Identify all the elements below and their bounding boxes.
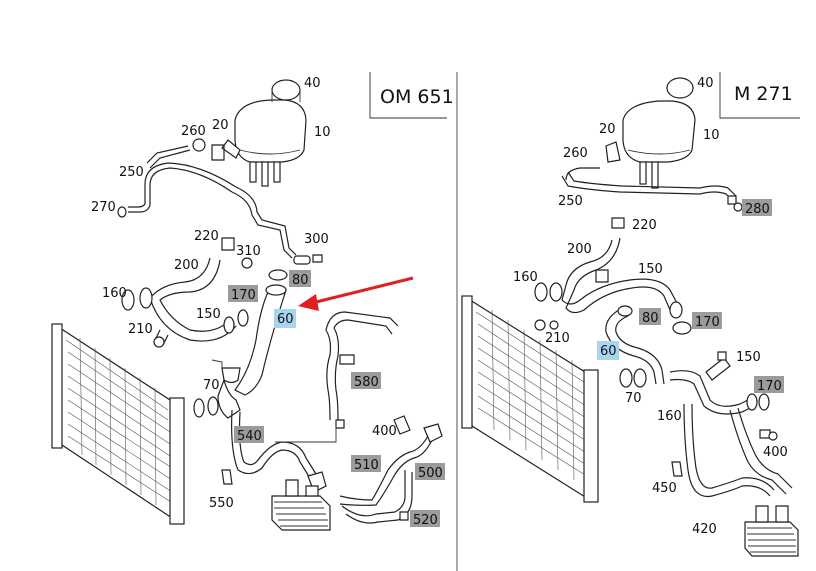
hose-420-right <box>683 403 771 498</box>
label-r-420: 420 <box>692 522 717 537</box>
label-r-150: 150 <box>638 262 663 277</box>
label-r-60: 60 <box>600 344 617 359</box>
label-r-70: 70 <box>625 391 642 406</box>
label-box-540 <box>234 426 264 443</box>
hose-510-left <box>339 435 429 501</box>
label-210: 210 <box>128 322 153 337</box>
label-20: 20 <box>212 118 229 133</box>
hose-250-right <box>561 175 733 201</box>
hose-250-left <box>128 167 233 213</box>
label-580: 580 <box>354 375 379 390</box>
label-box-500 <box>415 463 445 480</box>
label-160: 160 <box>102 286 127 301</box>
label-r-200: 200 <box>567 242 592 257</box>
label-550: 550 <box>209 496 234 511</box>
label-r-400: 400 <box>763 445 788 460</box>
label-box-r-170 <box>692 312 722 329</box>
hose-580-left <box>325 311 399 421</box>
label-220: 220 <box>194 229 219 244</box>
label-box-r-80 <box>639 308 661 325</box>
label-250: 250 <box>119 165 144 180</box>
engine-label-frame-left <box>369 72 447 119</box>
engine-label-left: OM 651 <box>380 86 454 108</box>
label-70: 70 <box>203 378 220 393</box>
label-r-220: 220 <box>632 218 657 233</box>
label-540: 540 <box>237 429 262 444</box>
label-r-250: 250 <box>558 194 583 209</box>
label-r-450: 450 <box>652 481 677 496</box>
label-60: 60 <box>277 312 294 327</box>
label-r-150b: 150 <box>736 350 761 365</box>
label-10: 10 <box>314 125 331 140</box>
label-r-20: 20 <box>599 122 616 137</box>
label-r-160: 160 <box>513 270 538 285</box>
label-r-160b: 160 <box>657 409 682 424</box>
label-box-r-60 <box>597 341 619 360</box>
hose-540-left <box>231 409 311 479</box>
oil-cooler-left <box>271 479 331 531</box>
radiator-right <box>461 295 599 503</box>
labels-right: 40 20 10 260 280 250 220 200 150 160 80 … <box>513 76 788 537</box>
labels-left: 40 10 20 260 250 270 220 310 300 80 200 … <box>91 76 445 528</box>
right-panel-drawing <box>461 77 799 557</box>
label-170: 170 <box>231 288 256 303</box>
label-260: 260 <box>181 124 206 139</box>
label-40: 40 <box>304 76 321 91</box>
label-box-520 <box>410 510 440 527</box>
left-panel-drawing <box>51 79 443 531</box>
label-270: 270 <box>91 200 116 215</box>
label-520: 520 <box>413 513 438 528</box>
label-400: 400 <box>372 424 397 439</box>
hose-60-left <box>234 286 287 396</box>
label-r-80: 80 <box>642 311 659 326</box>
expansion-tank-right <box>622 100 696 163</box>
oil-cooler-right <box>744 505 799 557</box>
label-200: 200 <box>174 258 199 273</box>
label-r-210: 210 <box>545 331 570 346</box>
label-r-170b: 170 <box>757 379 782 394</box>
hose-200-right <box>561 239 679 306</box>
radiator-left <box>51 323 185 525</box>
label-r-260: 260 <box>563 146 588 161</box>
label-box-80 <box>289 270 311 287</box>
label-box-170 <box>228 285 258 302</box>
label-box-r-170b <box>754 376 784 393</box>
label-r-280: 280 <box>745 202 770 217</box>
label-310: 310 <box>236 244 261 259</box>
label-box-580 <box>351 372 381 389</box>
red-arrow-pointer <box>298 276 414 311</box>
hose-200-left <box>159 259 231 332</box>
label-510: 510 <box>354 458 379 473</box>
engine-label-right: M 271 <box>734 83 793 105</box>
label-box-510 <box>351 455 381 472</box>
label-150: 150 <box>196 307 221 322</box>
tank-cap-right <box>666 77 694 99</box>
expansion-tank-left <box>234 99 307 163</box>
label-300: 300 <box>304 232 329 247</box>
label-r-170: 170 <box>695 315 720 330</box>
label-r-10: 10 <box>703 128 720 143</box>
label-r-40: 40 <box>697 76 714 91</box>
label-box-r-280 <box>742 199 772 216</box>
label-500: 500 <box>418 466 443 481</box>
engine-label-frame-right <box>719 72 800 119</box>
label-80: 80 <box>292 273 309 288</box>
tank-cap-left <box>271 79 301 101</box>
label-box-60 <box>274 309 296 328</box>
